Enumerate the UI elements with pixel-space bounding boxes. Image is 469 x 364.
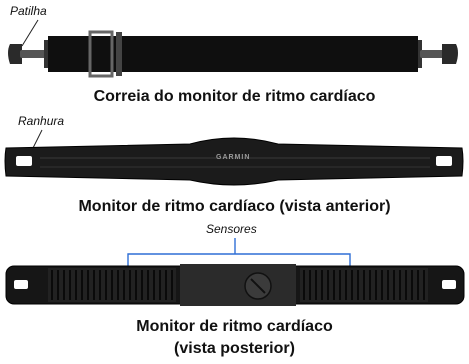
ranhura-label: Ranhura <box>18 114 65 128</box>
right-slot <box>436 156 452 166</box>
sensores-label: Sensores <box>206 222 257 236</box>
patilha-label: Patilha <box>10 4 47 18</box>
sensor-ribs <box>51 270 425 300</box>
back-right-slot <box>442 280 456 289</box>
back-left-slot <box>14 280 28 289</box>
strap-caption: Correia do monitor de ritmo cardíaco <box>93 88 376 105</box>
left-slot <box>16 156 32 166</box>
monitor-back-view <box>5 264 465 306</box>
strap-buckle <box>88 30 114 78</box>
left-hook-tab <box>8 44 22 64</box>
center-housing <box>180 264 296 306</box>
garmin-logo: GARMIN <box>216 154 251 161</box>
back-view-caption-line2: (vista posterior) <box>174 340 295 357</box>
monitor-front-view <box>4 137 464 186</box>
front-view-caption: Monitor de ritmo cardíaco (vista anterio… <box>78 198 391 215</box>
heart-rate-strap <box>8 30 458 78</box>
strap-band <box>48 36 418 72</box>
back-view-caption-line1: Monitor de ritmo cardíaco <box>136 318 333 335</box>
right-hook-tab <box>442 44 458 64</box>
